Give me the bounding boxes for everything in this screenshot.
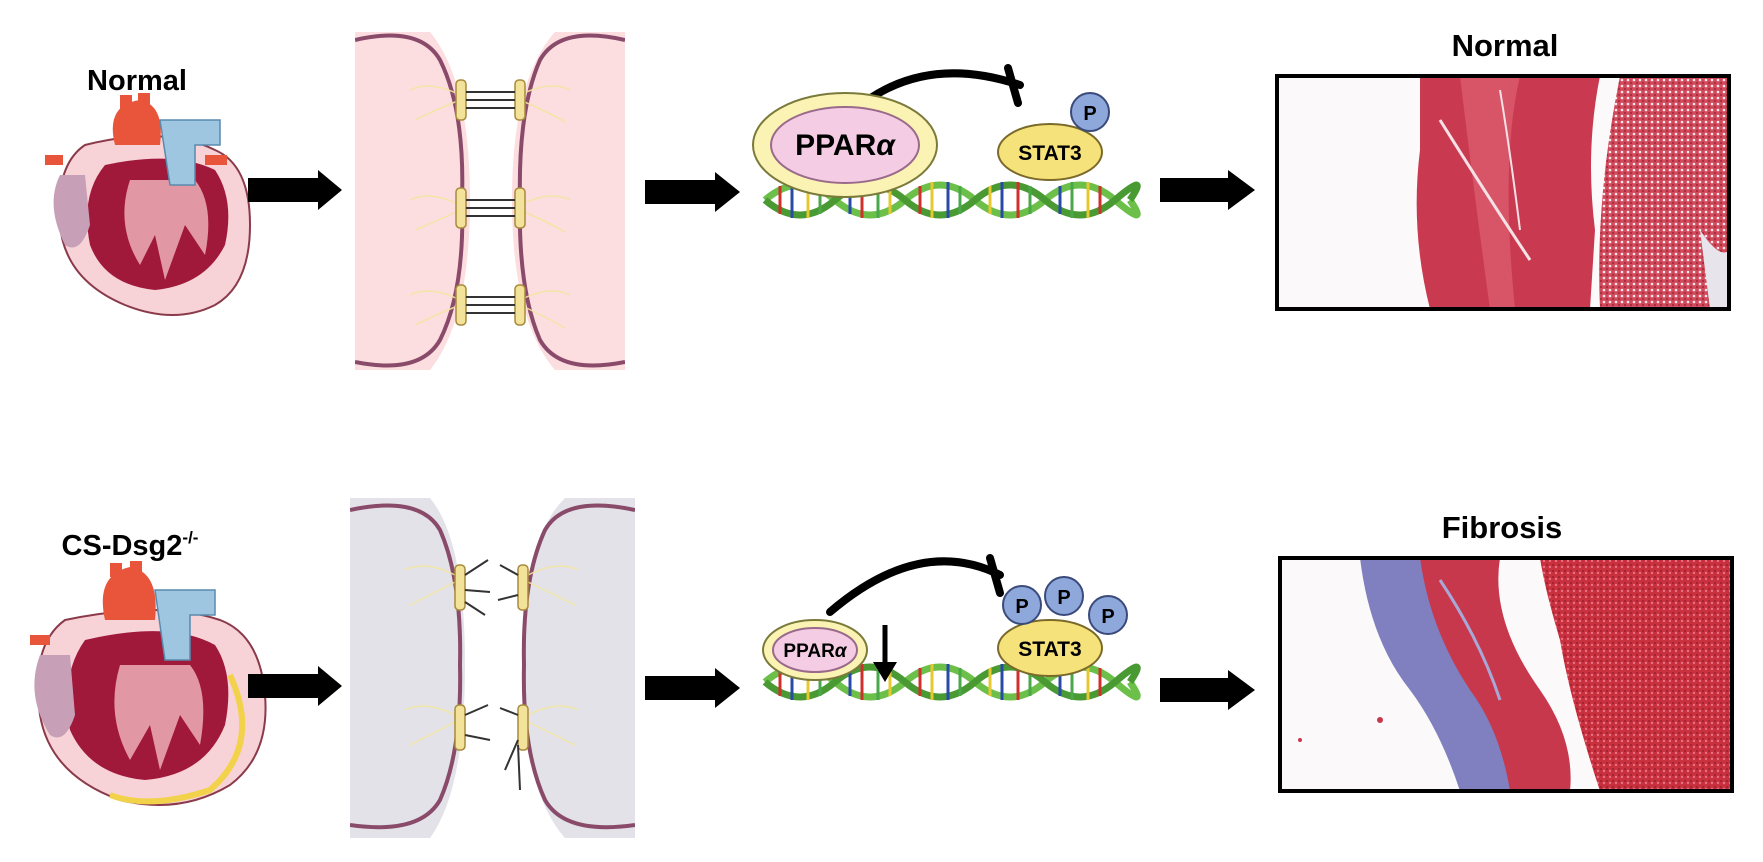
inhibition-arrow-icon (861, 64, 1024, 107)
inhibition-arrow-icon (826, 554, 1004, 616)
ppar-alpha-protein: PPARα (752, 92, 938, 198)
phospho-label: P (1083, 103, 1096, 125)
stat3-label: STAT3 (1018, 142, 1081, 165)
arrow-right-icon (248, 666, 342, 706)
histology-image-fibrosis (1278, 556, 1734, 793)
stat3-label: STAT3 (1018, 638, 1081, 661)
arrow-right-icon (645, 172, 740, 212)
phospho-label: P (1057, 587, 1070, 609)
cell-junction-normal (355, 32, 625, 370)
ppar-greek: α (876, 129, 896, 162)
phospho-label: P (1101, 606, 1114, 628)
histology-image-normal (1275, 74, 1731, 311)
dna-helix-icon (762, 181, 1141, 219)
arrow-right-icon (1160, 170, 1255, 210)
condition-label: Normal (87, 65, 187, 97)
heart-icon (45, 93, 252, 316)
arrow-right-icon (1160, 670, 1255, 710)
condition-superscript: -/- (182, 528, 198, 547)
cell-junction-mutant (350, 498, 635, 838)
arrow-right-icon (645, 668, 740, 708)
stat3-protein: STAT3 P (997, 92, 1110, 181)
ppar-greek: α (835, 641, 848, 662)
down-arrow-icon (873, 625, 897, 682)
condition-label: CS-Dsg2 (62, 530, 183, 562)
svg-text:CS-Dsg2-/-: CS-Dsg2-/- (62, 528, 199, 562)
histology-label: Fibrosis (1442, 510, 1563, 545)
ppar-alpha-protein: PPARα (762, 619, 868, 681)
histology-label: Normal (1452, 28, 1559, 63)
ppar-label: PPAR (795, 129, 876, 162)
ppar-label: PPAR (783, 641, 835, 662)
phospho-label: P (1015, 596, 1028, 618)
arrow-right-icon (248, 170, 342, 210)
svg-text:PPARα: PPARα (795, 129, 896, 162)
row-mutant: CS-Dsg2-/- (30, 498, 1734, 838)
stat3-protein: STAT3 P P P (997, 576, 1128, 677)
row-normal: Normal (45, 28, 1731, 370)
heart-icon (30, 561, 267, 806)
svg-text:PPARα: PPARα (783, 641, 847, 662)
